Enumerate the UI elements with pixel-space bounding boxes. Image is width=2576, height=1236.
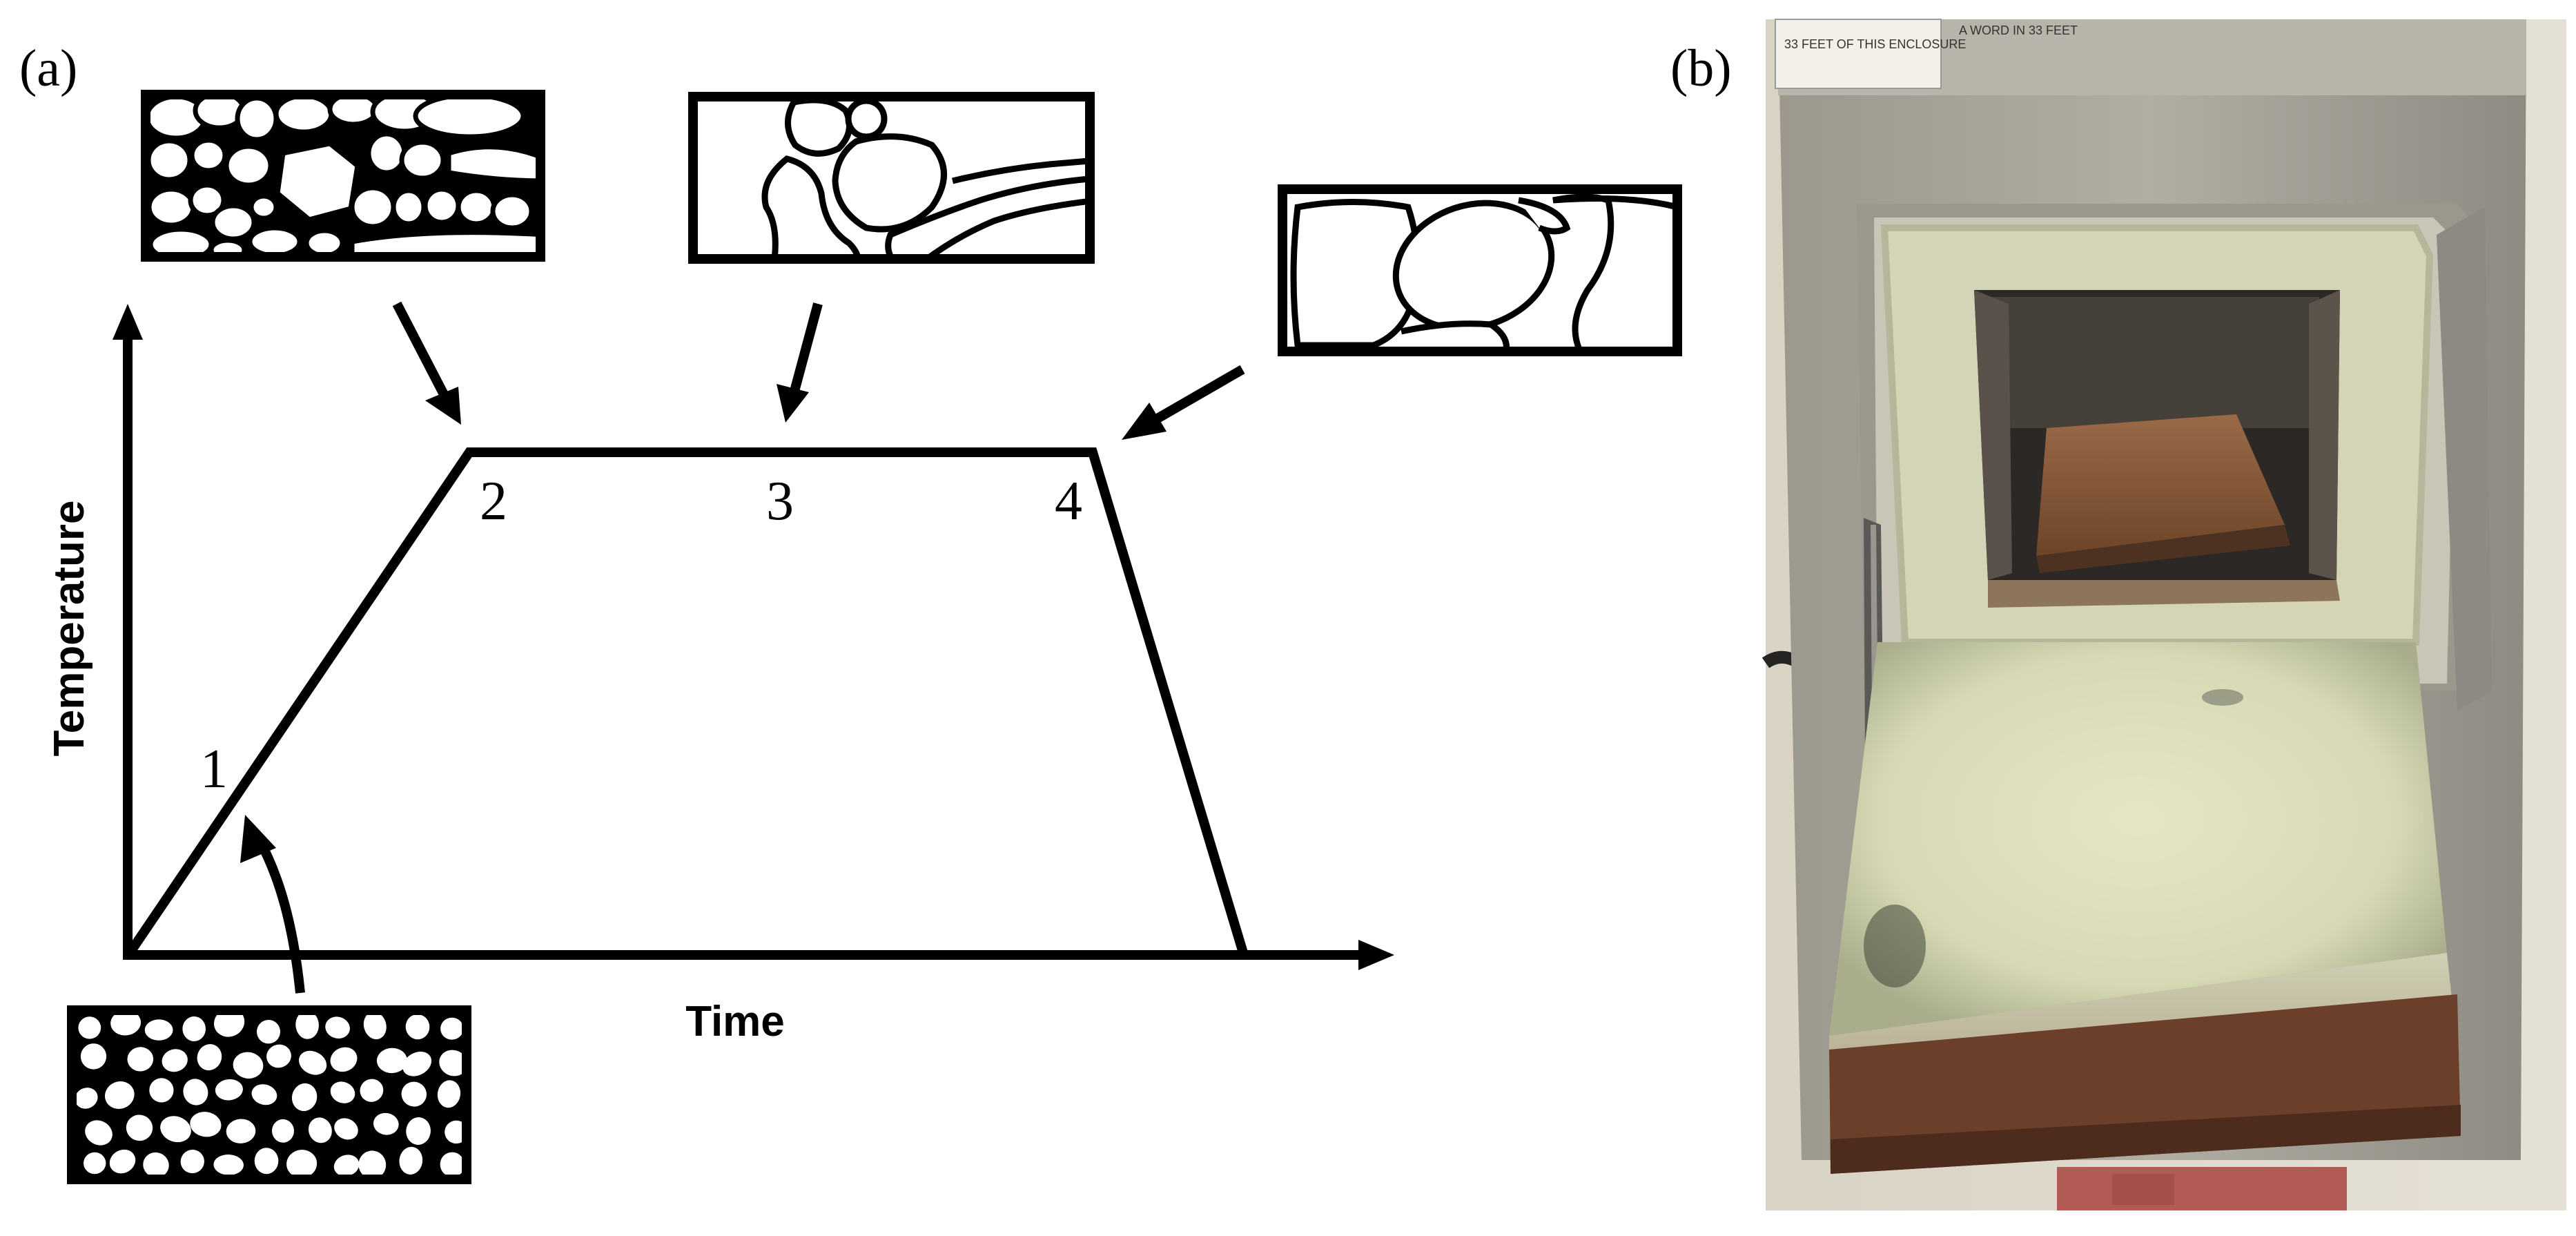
powder-particle: [109, 1149, 136, 1174]
powder-particle: [213, 1008, 245, 1037]
arrow-to-stage-4: [1122, 365, 1245, 440]
stage-label-1: 1: [200, 739, 228, 800]
powder-particle: [84, 1152, 106, 1175]
microstructure-stage-4: [1278, 184, 1682, 356]
powder-particle: [376, 1047, 407, 1074]
powder-particle: [299, 1050, 327, 1075]
powder-particle: [215, 1079, 243, 1101]
arrow-to-stage-1: [240, 815, 305, 994]
powder-particles: [75, 1008, 468, 1179]
powder-particle: [406, 1117, 431, 1145]
axes: [113, 304, 1394, 970]
powder-particle: [295, 1010, 319, 1039]
powder-particle: [440, 1152, 465, 1177]
powder-particle: [325, 1016, 350, 1039]
powder-particle: [399, 1146, 423, 1175]
powder-particle: [333, 1155, 360, 1177]
powder-particle: [334, 1118, 358, 1140]
powder-particle: [180, 1150, 204, 1174]
stage-label-4: 4: [1055, 471, 1082, 532]
powder-particle: [233, 1052, 264, 1079]
sticker-text-2: A WORD IN 33 FEET: [1959, 23, 2078, 37]
powder-particle: [256, 1020, 281, 1044]
powder-particle: [127, 1047, 154, 1072]
powder-particle: [330, 1081, 355, 1103]
powder-particle: [439, 1050, 468, 1076]
stage-label-3: 3: [766, 471, 794, 532]
powder-particle: [110, 1010, 142, 1036]
powder-particle: [190, 1112, 222, 1137]
powder-particle: [251, 1084, 277, 1105]
sticker-text: 33 FEET OF THIS ENCLOSURE: [1784, 37, 1966, 51]
stage-label-2: 2: [480, 471, 507, 532]
powder-particle: [401, 1081, 427, 1107]
powder-particle: [85, 1120, 113, 1146]
furnace-photo: 33 FEET OF THIS ENCLOSURE A WORD IN 33 F…: [1762, 19, 2566, 1210]
y-axis-arrowhead: [113, 304, 143, 340]
powder-particle: [254, 1148, 279, 1175]
powder-particle: [80, 1043, 107, 1070]
powder-particle: [160, 1116, 191, 1143]
powder-particle: [330, 1047, 358, 1072]
microstructure-stage-2: [141, 90, 545, 262]
warning-sticker: 33 FEET OF THIS ENCLOSURE A WORD IN 33 F…: [1775, 19, 2078, 89]
microstructure-stage-1: [67, 1005, 471, 1184]
panel-b-label: (b): [1670, 39, 1732, 97]
y-axis-label: Temperature: [46, 501, 93, 757]
powder-particle: [291, 1083, 318, 1112]
x-axis-label: Time: [685, 998, 785, 1045]
powder-particle: [149, 1078, 174, 1103]
powder-particle: [373, 1112, 399, 1135]
powder-particle: [213, 1154, 244, 1175]
microstructure-stage-3: [688, 92, 1095, 264]
powder-particle: [78, 1016, 101, 1039]
powder-particle: [162, 1049, 188, 1072]
powder-particle: [226, 1119, 256, 1143]
powder-particle: [363, 1012, 387, 1040]
powder-particle: [126, 1114, 153, 1141]
hearth-tray: [2036, 414, 2285, 556]
powder-particle: [271, 1119, 295, 1143]
powder-particle: [182, 1016, 206, 1041]
arrow-to-stage-2: [392, 301, 461, 425]
panel-a-label: (a): [19, 39, 77, 97]
powder-particle: [308, 1117, 332, 1143]
powder-particle: [197, 1044, 222, 1071]
arrow-to-stage-3: [777, 302, 823, 423]
powder-particle: [183, 1079, 208, 1105]
powder-particle: [437, 1080, 461, 1108]
door-refractory-pad: [1829, 642, 2447, 1036]
x-axis-arrowhead: [1358, 940, 1394, 970]
powder-particle: [358, 1150, 387, 1179]
powder-particle: [104, 1081, 135, 1109]
powder-particle: [144, 1019, 173, 1041]
powder-particle: [402, 1052, 432, 1076]
powder-particle: [286, 1150, 318, 1178]
temperature-profile-line: [126, 447, 1249, 957]
pedestal: [2057, 1167, 2347, 1210]
powder-particle: [75, 1088, 98, 1109]
powder-particle: [360, 1079, 384, 1102]
powder-particle: [143, 1152, 169, 1178]
powder-particle: [266, 1044, 291, 1068]
powder-particle: [440, 1017, 464, 1040]
powder-particle: [405, 1014, 430, 1040]
